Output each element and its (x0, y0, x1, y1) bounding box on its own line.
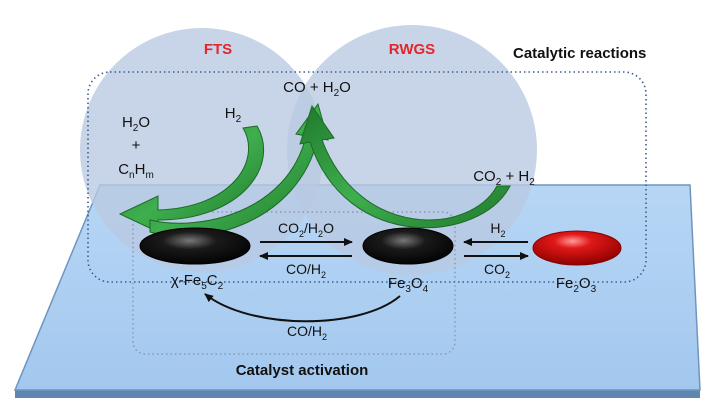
green-arrows (118, 102, 511, 237)
magnetite-disk (362, 227, 454, 265)
hematite-label: Fe2O3 (556, 275, 597, 295)
fts-product-water: H2O (122, 114, 150, 134)
fts-label: FTS (204, 41, 232, 58)
catalytic-reactions-box (87, 71, 647, 283)
rwgs-label: RWGS (389, 41, 435, 58)
hematite-disk (532, 230, 622, 266)
arrow-co-h2-bottom-label: CO/H2 (287, 323, 327, 342)
arrow-co-h2-bottom (204, 293, 401, 323)
catalyst-activation-label: Catalyst activation (236, 362, 369, 379)
magnetite-label: Fe3O4 (388, 275, 429, 295)
catalytic-reactions-label: Catalytic reactions (513, 45, 646, 62)
arrow-co2-label: CO2 (484, 261, 510, 280)
co-h2o-label: CO + H2O (283, 79, 351, 99)
catalyst-activation-box (132, 211, 456, 355)
co2-to-co-h2o-arrow (299, 104, 511, 229)
co2-h2-label: CO2 + H2 (473, 168, 535, 188)
arrow-h2-label: H2 (490, 220, 505, 239)
fts-product-hydrocarbon: CnHm (118, 161, 154, 181)
h2-fts-label: H2 (225, 105, 242, 125)
fts-product-plus: + (132, 137, 141, 154)
carbide-disk (139, 227, 251, 265)
carbide-label: χ-Fe5C2 (171, 272, 224, 292)
arrow-co-h2-top-label: CO/H2 (286, 261, 326, 280)
arrow-co2-h2o-label: CO2/H2O (278, 220, 334, 239)
